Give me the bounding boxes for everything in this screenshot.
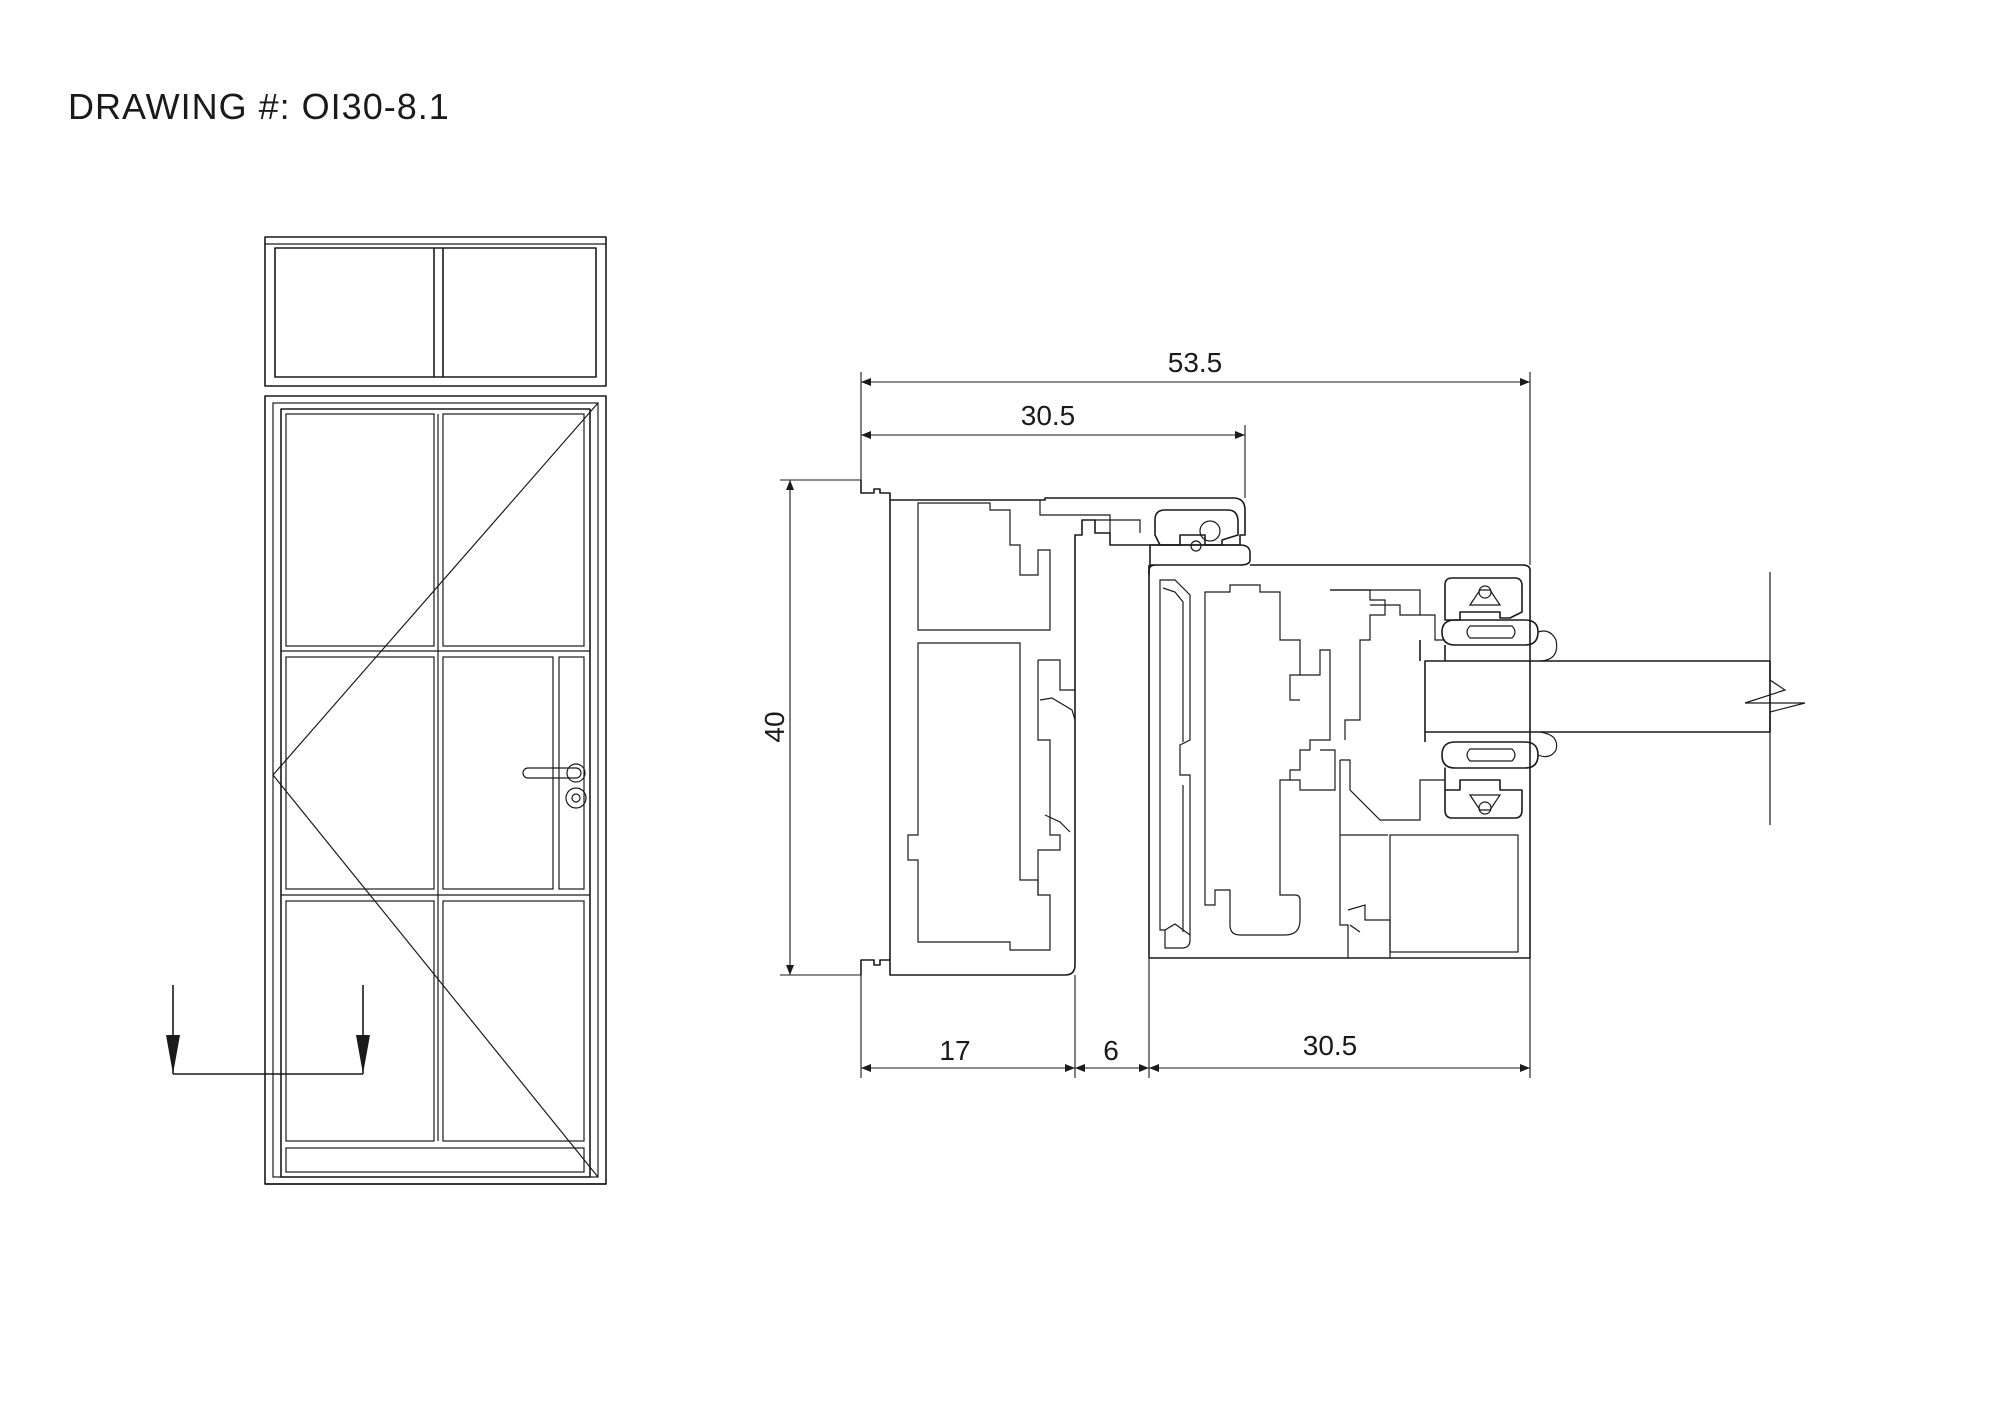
section-detail: 53.5 30.5 40 17 6 30.5	[759, 347, 1806, 1078]
dim-label-right-frame-width: 30.5	[1303, 1030, 1358, 1061]
dimension-height: 40	[759, 479, 861, 976]
dimension-overall-width: 53.5	[860, 347, 1531, 565]
door-elevation	[166, 236, 607, 1185]
sash-profile	[1148, 564, 1771, 959]
frame-profile	[860, 480, 1246, 976]
lower-glazing-gasket	[1424, 731, 1558, 819]
dim-label-gap: 6	[1103, 1035, 1119, 1066]
section-marker	[166, 985, 370, 1075]
dim-label-overall-width: 53.5	[1168, 347, 1223, 378]
dimension-bottom-chain: 17 6 30.5	[860, 958, 1531, 1078]
dimension-top-frame-width: 30.5	[861, 400, 1246, 498]
transom	[264, 236, 607, 387]
dim-label-top-frame-width: 30.5	[1021, 400, 1076, 431]
dim-label-height: 40	[759, 711, 790, 742]
door-frame	[264, 395, 607, 1185]
drawing-title: DRAWING #: OI30-8.1	[68, 86, 450, 127]
glass-break-line	[1744, 572, 1806, 825]
frame-gasket	[1149, 509, 1251, 566]
dim-label-left-depth: 17	[939, 1035, 970, 1066]
swing-indicator	[272, 402, 599, 1178]
door-handle	[522, 763, 587, 809]
upper-glazing-gasket	[1419, 577, 1558, 662]
door-leaf	[280, 408, 591, 1178]
